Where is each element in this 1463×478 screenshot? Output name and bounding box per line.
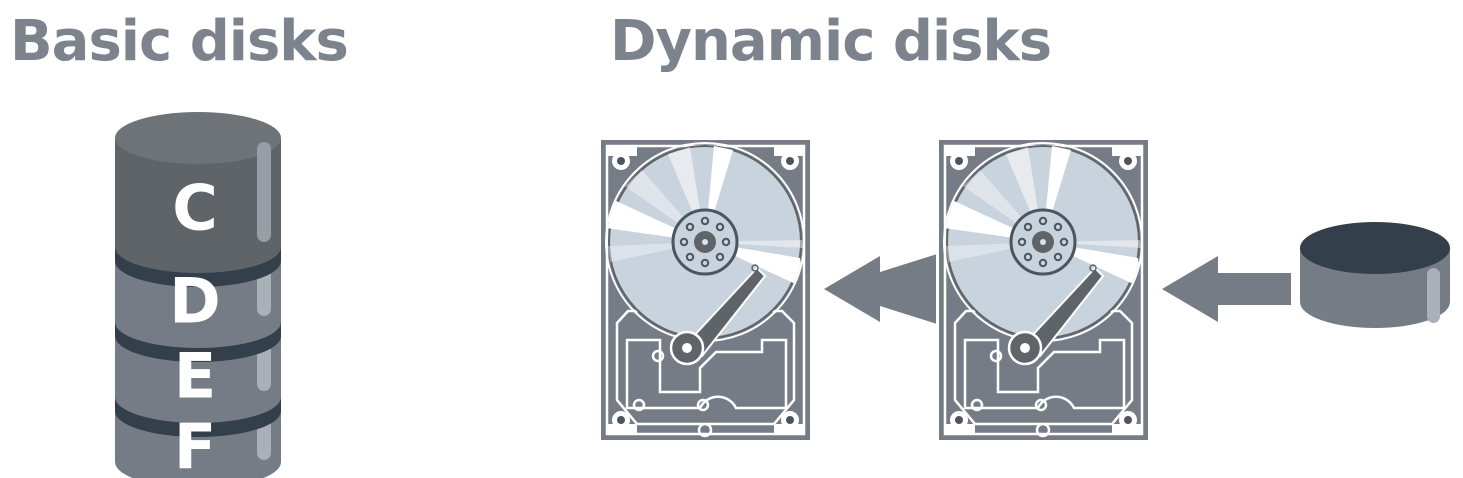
hdd1-actuator-arm[interactable]: [669, 264, 767, 366]
arrow-left-2: [1162, 256, 1291, 322]
source-disk-cylinder[interactable]: [1300, 222, 1450, 328]
hdd2-actuator-arm[interactable]: [1007, 264, 1105, 366]
page-title-dynamic-disks: Dynamic disks: [610, 9, 1052, 74]
hdd2-spindle-hub: [1009, 208, 1077, 276]
hdd1-baseplate-screws: [632, 349, 713, 438]
hdd1-corner-screws: [612, 152, 799, 429]
hdd2-platter: [943, 142, 1143, 342]
page-title-basic-disks: Basic disks: [10, 9, 349, 74]
stack-label-f: F: [174, 411, 216, 478]
stack-separator-bands: [115, 247, 281, 437]
basic-disk-stack[interactable]: C D E F: [115, 112, 281, 478]
hard-drive-1[interactable]: [598, 137, 813, 443]
stack-label-e: E: [174, 340, 216, 413]
hdd1-spindle-hub: [671, 208, 739, 276]
hdd2-baseplate-screws: [970, 349, 1051, 438]
hdd2-corner-screws: [950, 152, 1137, 429]
stack-label-d: D: [169, 265, 220, 338]
arrow-left-1: [824, 249, 953, 329]
stack-segment-c[interactable]: [115, 112, 281, 280]
hdd1-platter: [605, 142, 805, 342]
stack-label-c: C: [172, 172, 218, 245]
hard-drive-2[interactable]: [936, 137, 1151, 443]
